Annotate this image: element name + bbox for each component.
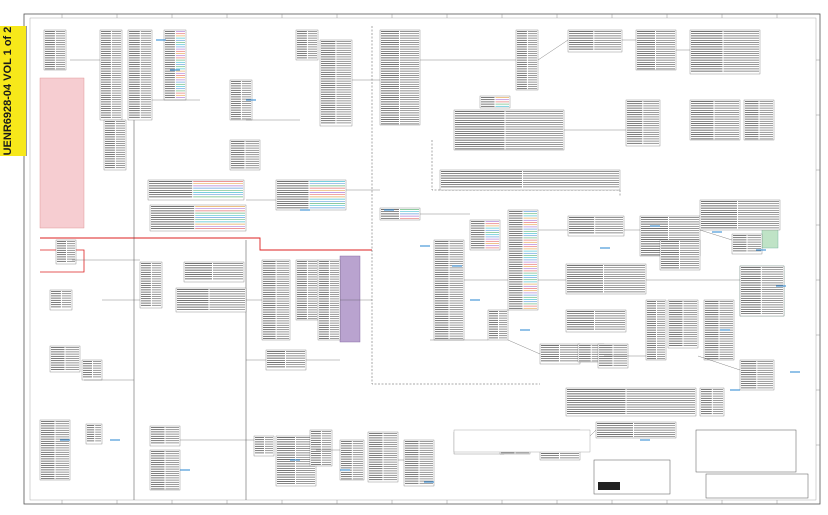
- purple-connector-block: [339, 255, 361, 343]
- notes-box: [695, 429, 797, 473]
- title-band: UENR6928-04 VOL 1 of 2: [0, 26, 27, 156]
- red-harness-line: [40, 237, 372, 251]
- legend-box: [453, 429, 591, 453]
- vertical-document-title: UENR6928-04 VOL 1 of 2: [2, 26, 14, 156]
- dashed-bus-vertical: [371, 26, 540, 385]
- warning-symbol: [598, 482, 620, 490]
- sheet-inner-border: [29, 17, 817, 501]
- title-block: [705, 473, 809, 499]
- highlight-region-left: [39, 77, 85, 229]
- grid-zone-ticks: [61, 14, 820, 504]
- sheet-border: [23, 13, 821, 505]
- schematic-components: [39, 29, 785, 491]
